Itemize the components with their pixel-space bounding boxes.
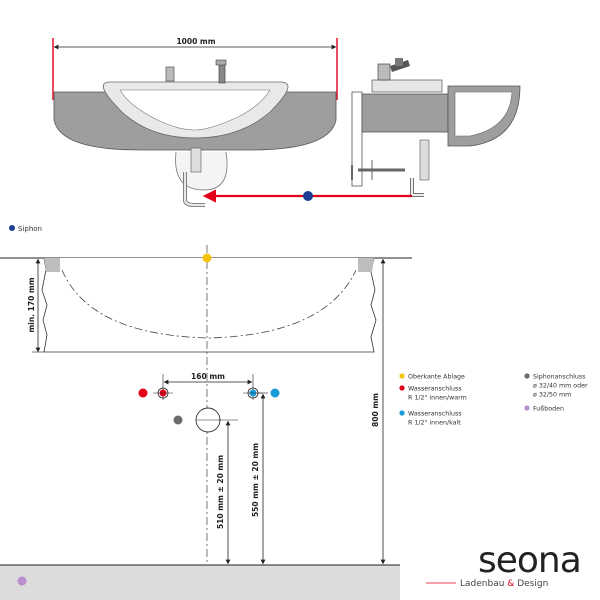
legend-item-top-surface: Oberkante Ablage	[399, 373, 465, 381]
legend-item-siphon: Siphonanschluss ø 32/40 mm oder ø 32/50 …	[524, 373, 588, 399]
siphon-dot	[303, 191, 313, 201]
legend-label: ø 32/50 mm	[533, 392, 571, 399]
siphon-height-label: 510 mm ± 20 mm	[216, 455, 225, 529]
siphon-legend-label: Siphon	[18, 225, 42, 233]
legend-label: R 1/2" innen/warm	[408, 395, 467, 402]
legend-label: R 1/2" innen/kalt	[408, 420, 461, 427]
brand-name: seona	[478, 540, 581, 581]
total-height-label: 800 mm	[371, 393, 380, 427]
floor	[0, 565, 400, 600]
legend-swatch	[524, 373, 530, 379]
cold-water-marker	[270, 388, 280, 398]
hot-water-marker	[138, 388, 148, 398]
legend-item-hot-water: Wasseranschluss R 1/2" innen/warm	[399, 385, 467, 402]
legend-label: Siphonanschluss	[533, 374, 585, 381]
basin-side-view	[351, 58, 521, 197]
legend-label: Wasseranschluss	[408, 386, 462, 393]
siphon-legend-dot	[9, 225, 15, 231]
legend-label: Fußboden	[533, 406, 564, 413]
min-height-label: min. 170 mm	[27, 277, 36, 332]
legend: Oberkante Ablage Wasseranschluss R 1/2" …	[399, 373, 588, 427]
legend-item-cold-water: Wasseranschluss R 1/2" innen/kalt	[399, 410, 462, 427]
legend-item-floor: Fußboden	[524, 405, 564, 413]
legend-label: ø 32/40 mm oder	[533, 383, 588, 390]
basin-elevation: 1000 mm	[52, 37, 338, 207]
legend-swatch	[399, 385, 405, 391]
brand-tagline: Ladenbau & Design	[460, 579, 548, 589]
siphon-connection-marker	[173, 415, 183, 425]
seona-logo: seona Ladenbau & Design	[426, 540, 582, 589]
legend-swatch	[524, 405, 530, 411]
front-installation-view: min. 170 mm 160 mm 510 mm ± 20 mm 550 mm…	[0, 245, 412, 600]
legend-swatch	[399, 410, 405, 416]
legend-swatch	[399, 373, 405, 379]
width-dimension-label: 1000 mm	[176, 37, 215, 46]
water-height-label: 550 mm ± 20 mm	[251, 443, 260, 517]
top-surface-marker	[202, 253, 212, 263]
legend-label: Oberkante Ablage	[408, 374, 465, 381]
tap-spacing-label: 160 mm	[191, 372, 225, 381]
legend-label: Wasseranschluss	[408, 411, 462, 418]
floor-marker	[17, 576, 27, 586]
